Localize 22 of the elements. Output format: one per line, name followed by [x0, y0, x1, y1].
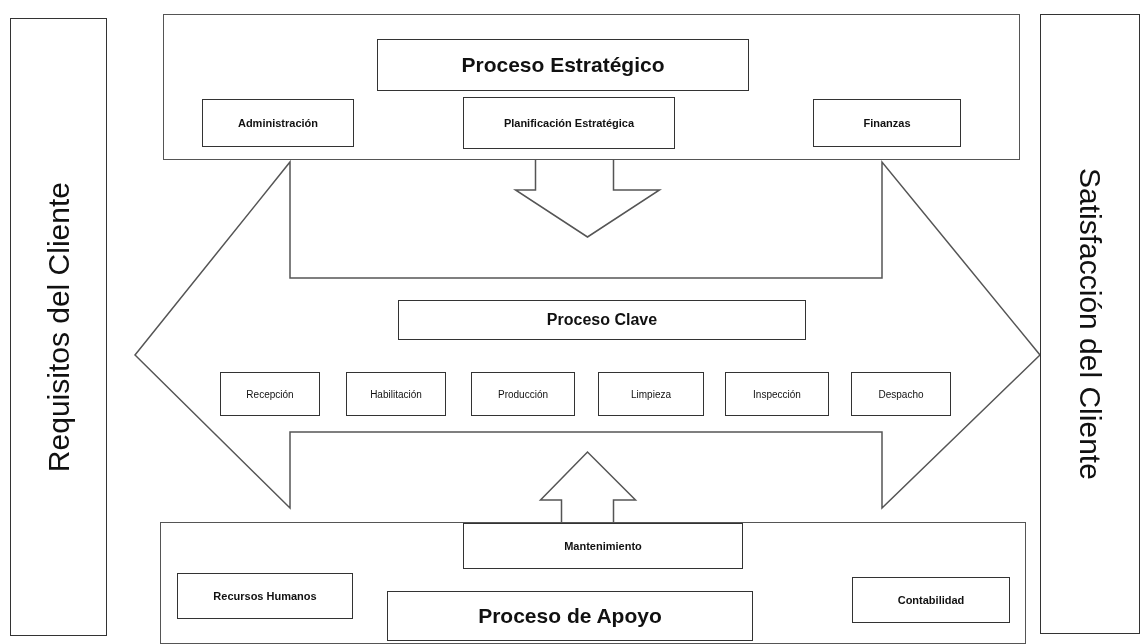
process-box: Despacho [851, 372, 951, 416]
process-box: Producción [471, 372, 575, 416]
block-arrow [538, 450, 638, 523]
process-box: Recepción [220, 372, 320, 416]
heading-box: Proceso Clave [398, 300, 806, 340]
process-box: Habilitación [346, 372, 446, 416]
process-box: Limpieza [598, 372, 704, 416]
side-box: Satisfacción del Cliente [1040, 14, 1140, 634]
process-box: Mantenimiento [463, 523, 743, 569]
process-box: Administración [202, 99, 354, 147]
process-box: Planificación Estratégica [463, 97, 675, 149]
process-band [163, 14, 1020, 160]
heading-box: Proceso Estratégico [377, 39, 749, 91]
process-band [160, 522, 1026, 644]
heading-box: Proceso de Apoyo [387, 591, 753, 641]
process-box: Finanzas [813, 99, 961, 147]
side-box: Requisitos del Cliente [10, 18, 107, 636]
process-box: Recursos Humanos [177, 573, 353, 619]
block-arrow [512, 159, 663, 238]
process-box: Contabilidad [852, 577, 1010, 623]
process-box: Inspección [725, 372, 829, 416]
double-arrow-shape [135, 162, 1040, 508]
